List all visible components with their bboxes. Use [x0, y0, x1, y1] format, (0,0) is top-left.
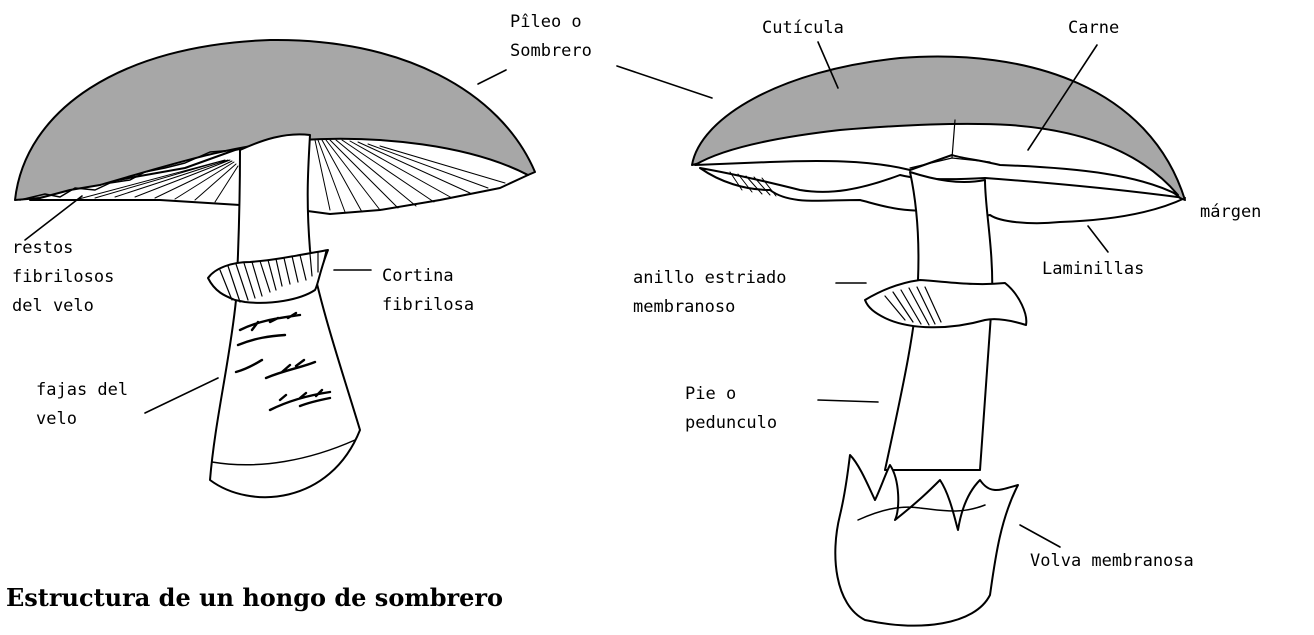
label-pileo: Pîleo o Sombrero — [510, 8, 592, 66]
label-cortina-line1: Cortina — [382, 266, 454, 286]
label-pie-line2: pedunculo — [685, 413, 777, 433]
label-volva: Volva membranosa — [1030, 547, 1194, 576]
label-restos: restos fibrilosos del velo — [12, 234, 114, 321]
label-pie-line1: Pie o — [685, 384, 736, 404]
label-pileo-line2: Sombrero — [510, 41, 592, 61]
label-pie: Pie o pedunculo — [685, 380, 777, 438]
label-restos-line1: restos — [12, 238, 73, 258]
diagram-title: Estructura de un hongo de sombrero — [6, 583, 503, 612]
label-cortina: Cortina fibrilosa — [382, 262, 474, 320]
right-ring — [865, 280, 1026, 327]
label-fajas-line1: fajas del — [36, 380, 128, 400]
label-margen: márgen — [1200, 198, 1261, 227]
label-anillo-line1: anillo estriado — [633, 268, 787, 288]
label-anillo-line2: membranoso — [633, 297, 735, 317]
label-fajas: fajas del velo — [36, 376, 128, 434]
label-restos-line3: del velo — [12, 296, 94, 316]
label-cortina-line2: fibrilosa — [382, 295, 474, 315]
right-volva — [835, 455, 1018, 626]
label-pileo-line1: Pîleo o — [510, 12, 582, 32]
label-cuticula: Cutícula — [762, 14, 844, 43]
label-anillo: anillo estriado membranoso — [633, 264, 787, 322]
label-carne: Carne — [1068, 14, 1119, 43]
right-mushroom — [692, 57, 1185, 626]
label-laminillas: Laminillas — [1042, 255, 1144, 284]
label-fajas-line2: velo — [36, 409, 77, 429]
label-restos-line2: fibrilosos — [12, 267, 114, 287]
